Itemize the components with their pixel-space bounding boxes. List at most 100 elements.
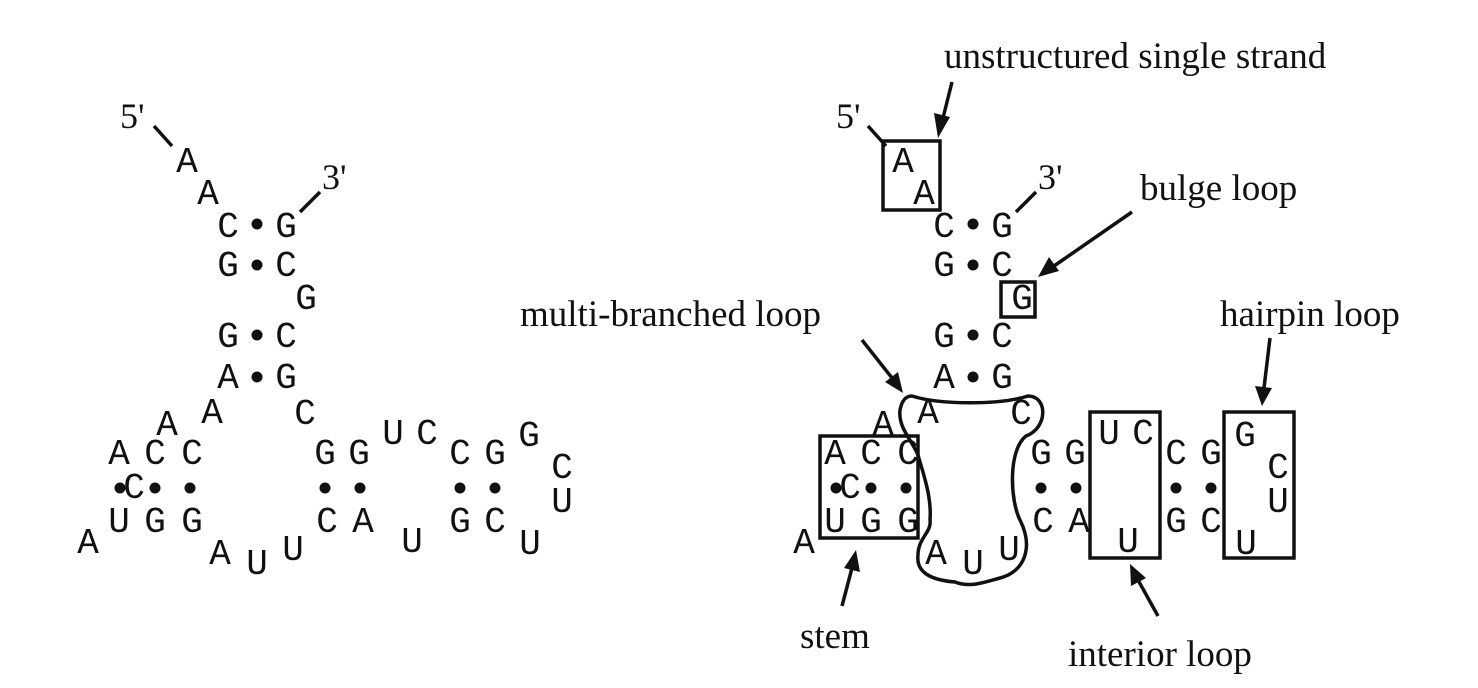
nucleotide-c: C	[181, 434, 203, 475]
nucleotide-a: A	[1068, 502, 1090, 543]
nucleotide-g: G	[314, 434, 336, 475]
three-prime-label: 3'	[322, 157, 347, 197]
base-pair-dot	[865, 482, 877, 494]
base-pair-dot	[967, 371, 979, 383]
nucleotide-a: A	[824, 434, 846, 475]
nucleotide-a: A	[209, 534, 231, 575]
nucleotide-a: A	[872, 405, 894, 446]
nucleotide-u: U	[401, 522, 423, 563]
nucleotide-g: G	[484, 434, 506, 475]
bulge-loop-box	[999, 280, 1037, 319]
nucleotide-c: C	[316, 502, 338, 543]
nucleotide-g: G	[144, 502, 166, 543]
nucleotide-a: A	[197, 174, 219, 215]
nucleotide-u: U	[824, 502, 846, 543]
label-interior-loop: interior loop	[1068, 634, 1252, 675]
base-pair-dot	[114, 482, 126, 494]
base-pair-dot	[967, 259, 979, 271]
unstructured-arrow	[934, 81, 954, 138]
nucleotide-u: U	[551, 482, 573, 523]
nucleotide-g: G	[897, 502, 919, 543]
nucleotide-c: C	[144, 434, 166, 475]
nucleotide-g: G	[1011, 279, 1033, 320]
nucleotide-g: G	[1165, 502, 1187, 543]
nucleotide-g: G	[933, 246, 955, 287]
nucleotide-a: A	[156, 405, 178, 446]
interior-loop-box	[1088, 410, 1162, 560]
nucleotide-g: G	[518, 416, 540, 457]
base-pair-dot	[1035, 482, 1047, 494]
five-prime-tail	[152, 124, 174, 148]
nucleotide-u: U	[382, 414, 404, 455]
base-pair-dot	[251, 259, 263, 271]
nucleotide-g: G	[860, 502, 882, 543]
nucleotide-u: U	[1267, 482, 1289, 523]
nucleotide-g: G	[275, 207, 297, 248]
nucleotide-u: U	[519, 524, 541, 565]
nucleotide-c: C	[1200, 502, 1222, 543]
base-pair-dot	[251, 218, 263, 230]
nucleotide-a: A	[217, 358, 239, 399]
nucleotide-a: A	[77, 523, 99, 564]
nucleotide-u: U	[998, 530, 1020, 571]
base-pair-dot	[1205, 482, 1217, 494]
nucleotide-c: C	[1132, 414, 1154, 455]
nucleotide-c: C	[1032, 502, 1054, 543]
nucleotide-c: C	[933, 207, 955, 248]
base-pair-dot	[830, 482, 842, 494]
label-hairpin-loop: hairpin loop	[1220, 294, 1400, 335]
multi-branched-arrow	[860, 338, 903, 393]
base-pair-dot	[1070, 482, 1082, 494]
nucleotide-c: C	[275, 317, 297, 358]
base-pair-dot	[184, 482, 196, 494]
nucleotide-u: U	[108, 502, 130, 543]
nucleotide-u: U	[282, 530, 304, 571]
nucleotide-u: U	[1117, 522, 1139, 563]
nucleotide-c: C	[123, 468, 145, 509]
nucleotide-c: C	[991, 246, 1013, 287]
nucleotide-c: C	[416, 414, 438, 455]
nucleotide-g: G	[1030, 434, 1052, 475]
nucleotide-u: U	[1235, 524, 1257, 565]
three-prime-tail	[1014, 190, 1038, 214]
hairpin-arrow	[1255, 337, 1272, 406]
nucleotide-c: C	[294, 394, 316, 435]
nucleotide-a: A	[108, 434, 130, 475]
nucleotide-c: C	[1267, 448, 1289, 489]
nucleotide-c: C	[991, 317, 1013, 358]
nucleotide-u: U	[246, 544, 268, 585]
nucleotide-a: A	[925, 534, 947, 575]
stem-arrow	[840, 550, 860, 607]
multi-branched-loop-outline	[898, 394, 1045, 587]
nucleotide-g: G	[295, 279, 317, 320]
five-prime-label: 5'	[836, 96, 861, 136]
nucleotide-g: G	[181, 502, 203, 543]
nucleotide-c: C	[839, 468, 861, 509]
nucleotide-a: A	[913, 174, 935, 215]
base-pair-dot	[1170, 482, 1182, 494]
bulge-arrow	[1038, 210, 1133, 277]
nucleotide-c: C	[449, 434, 471, 475]
nucleotide-a: A	[793, 523, 815, 564]
nucleotide-g: G	[1234, 416, 1256, 457]
base-pair-dot	[967, 218, 979, 230]
base-pair-dot	[967, 329, 979, 341]
nucleotide-g: G	[991, 358, 1013, 399]
nucleotide-a: A	[176, 142, 198, 183]
base-pair-dot	[489, 482, 501, 494]
nucleotide-g: G	[275, 358, 297, 399]
nucleotide-g: G	[217, 317, 239, 358]
nucleotide-g: G	[348, 434, 370, 475]
label-unstructured-single-strand: unstructured single strand	[944, 36, 1327, 77]
nucleotide-c: C	[1010, 394, 1032, 435]
right-structure: 5' 3'	[520, 36, 1400, 675]
base-pair-dot	[319, 482, 331, 494]
nucleotide-a: A	[892, 142, 914, 183]
hairpin-loop-box	[1222, 410, 1296, 560]
interior-arrow	[1130, 564, 1160, 617]
nucleotide-g: G	[933, 317, 955, 358]
nucleotide-a: A	[917, 393, 939, 434]
